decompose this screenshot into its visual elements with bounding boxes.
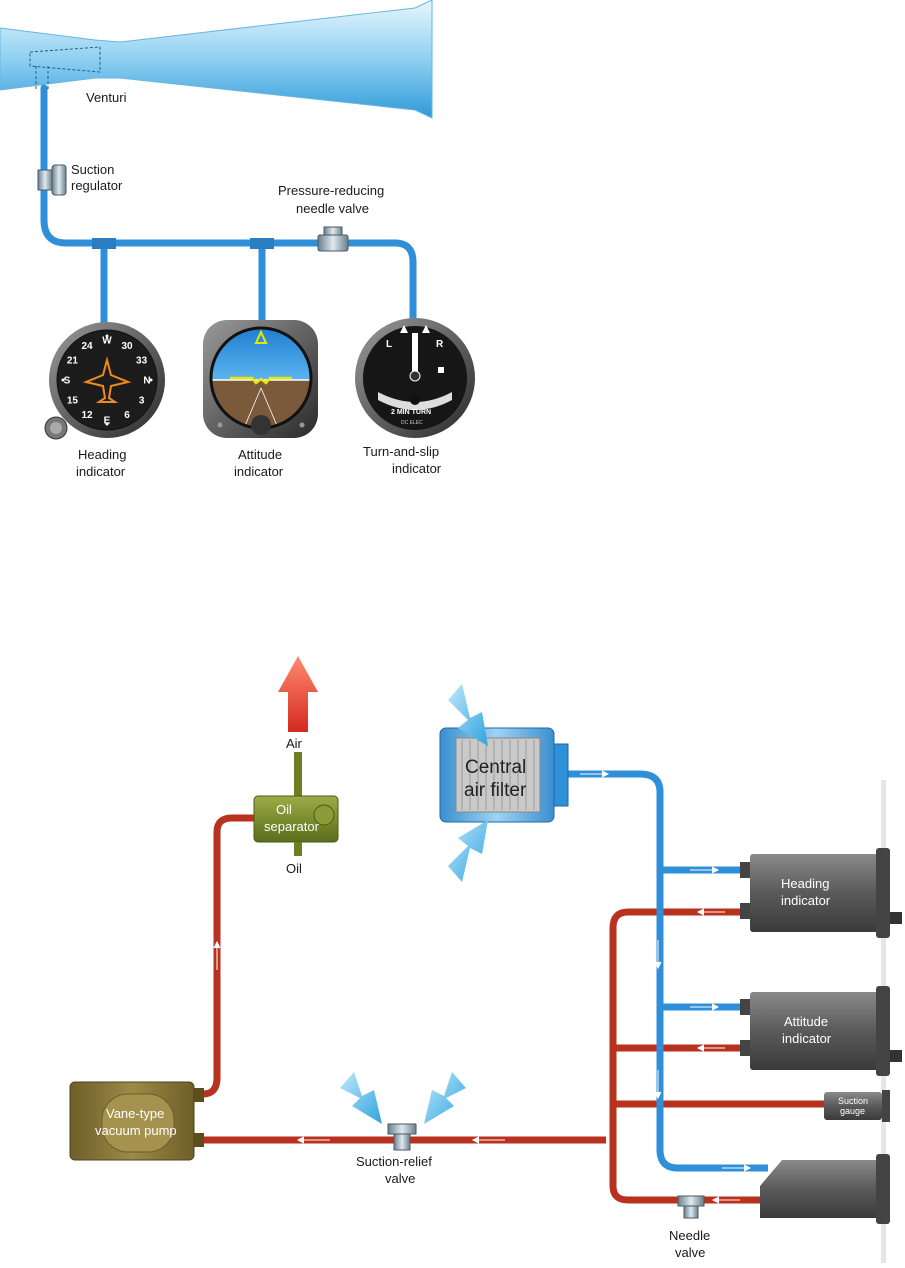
attitude-indicator-label-1: Attitude	[238, 447, 282, 462]
attitude-indicator-label-2: indicator	[234, 464, 284, 479]
heading-dial-number: 33	[136, 356, 148, 367]
pump-return-flow-arrows	[213, 908, 740, 1204]
suction-regulator-label-2: regulator	[71, 178, 123, 193]
pressure-reducing-valve-label-2: needle valve	[296, 201, 369, 216]
suction-gauge	[824, 1090, 890, 1122]
heading-dial-number: 30	[121, 341, 133, 352]
heading-dial-number: 15	[67, 396, 79, 407]
vacuum-pump-label-1: Vane-type	[106, 1106, 164, 1121]
heading-dial-ticks	[61, 334, 153, 426]
exhaust-air-label: Air	[286, 736, 303, 751]
heading-indicator-instrument	[740, 848, 902, 938]
venturi-tube	[0, 0, 433, 119]
pressure-reducing-valve	[317, 226, 349, 252]
heading-dial-number: S	[64, 376, 71, 387]
heading-dial-number: E	[104, 416, 111, 427]
suction-gauge-label-1: Suction	[838, 1096, 868, 1106]
filter-inflow-arrows	[448, 684, 488, 882]
separator-vent-pipe	[294, 752, 302, 796]
heading-dial-number: 3	[139, 396, 145, 407]
filtered-air-lines	[568, 770, 768, 1172]
turn-and-slip-indicator-gauge: L R 2 MIN TURN DC ELEC	[355, 318, 475, 438]
venturi-suction-lines	[40, 84, 417, 329]
heading-dial-number: 12	[81, 410, 93, 421]
vane-type-vacuum-pump	[69, 1081, 204, 1161]
oil-drain-label: Oil	[286, 861, 302, 876]
suction-relief-valve	[387, 1123, 417, 1151]
venturi-label: Venturi	[86, 90, 127, 105]
suction-relief-inflow-arrows	[340, 1072, 466, 1124]
needle-valve-label-1: Needle	[669, 1228, 710, 1243]
exhaust-air-arrow	[278, 656, 318, 732]
heading-dial-number: 6	[124, 410, 130, 421]
needle-valve-label-2: valve	[675, 1245, 705, 1260]
suction-regulator-label-1: Suction	[71, 162, 114, 177]
turn-coordinator-instrument	[760, 1154, 890, 1224]
heading-dial-number: 21	[67, 356, 79, 367]
central-air-filter-label-1: Central	[465, 757, 526, 778]
filtered-air-flow-arrows	[580, 770, 752, 1172]
attitude-indicator-instrument-label-2: indicator	[782, 1031, 832, 1046]
suction-regulator	[37, 164, 67, 196]
central-air-filter	[439, 727, 569, 823]
central-air-filter-label-2: air filter	[464, 780, 527, 801]
pipe-tee-fittings	[92, 238, 274, 249]
heading-indicator-label-2: indicator	[76, 464, 126, 479]
oil-separator-label-2: separator	[264, 819, 320, 834]
suction-gauge-label-2: gauge	[840, 1106, 865, 1116]
turn-dial-right: R	[436, 339, 444, 350]
heading-indicator-instrument-label-2: indicator	[781, 893, 831, 908]
suction-relief-label-2: valve	[385, 1171, 415, 1186]
needle-valve	[677, 1195, 705, 1219]
turn-dial-left: L	[386, 339, 392, 350]
heading-dial-number: N	[143, 376, 150, 387]
turn-and-slip-label-2: indicator	[392, 461, 442, 476]
vacuum-pump-label-2: vacuum pump	[95, 1123, 177, 1138]
heading-dial-number: W	[102, 336, 112, 347]
attitude-indicator-instrument-label-1: Attitude	[784, 1014, 828, 1029]
turn-and-slip-label-1: Turn-and-slip	[363, 444, 439, 459]
attitude-indicator-instrument	[740, 986, 902, 1076]
oil-separator	[253, 795, 339, 856]
suction-relief-label-1: Suction-relief	[356, 1154, 432, 1169]
attitude-indicator-gauge	[203, 320, 318, 438]
pressure-reducing-valve-label-1: Pressure-reducing	[278, 183, 384, 198]
heading-indicator-label-1: Heading	[78, 447, 126, 462]
turn-dial-text-2: DC ELEC	[401, 420, 423, 426]
heading-indicator-instrument-label-1: Heading	[781, 876, 829, 891]
turn-dial-text-1: 2 MIN TURN	[391, 409, 431, 416]
heading-dial-number: 24	[81, 341, 93, 352]
oil-separator-label-1: Oil	[276, 802, 292, 817]
